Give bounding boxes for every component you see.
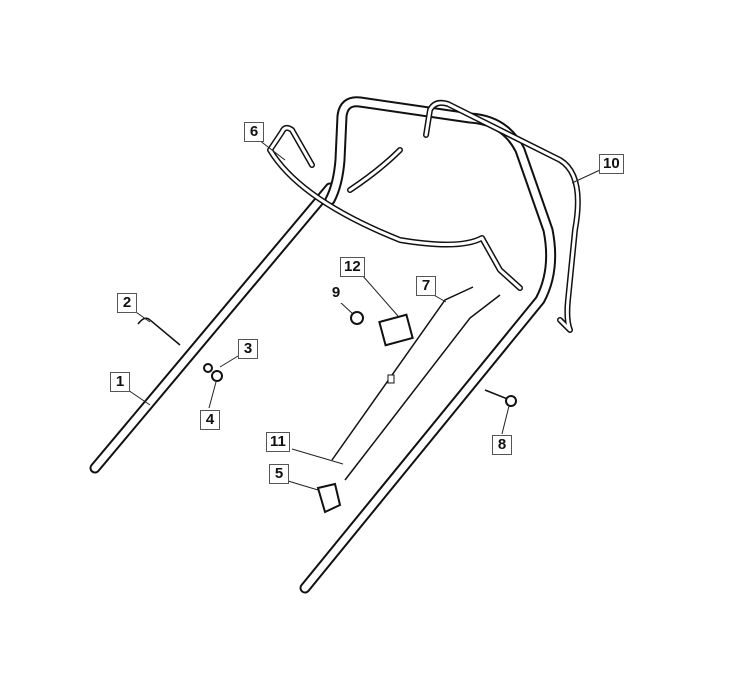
callout-12: 12 bbox=[340, 257, 365, 277]
callout-5: 5 bbox=[269, 464, 289, 484]
callout-10: 10 bbox=[599, 154, 624, 174]
part-9-nut bbox=[350, 311, 364, 325]
part-2-hook bbox=[137, 317, 181, 346]
callout-4: 4 bbox=[200, 410, 220, 430]
part-4-knob bbox=[211, 370, 223, 382]
callout-9: 9 bbox=[326, 283, 346, 303]
callout-8: 8 bbox=[492, 435, 512, 455]
lower-handle-left bbox=[89, 182, 336, 474]
bail-bar bbox=[423, 99, 581, 333]
callout-1: 1 bbox=[110, 372, 130, 392]
part-5-clip bbox=[316, 482, 342, 514]
upper-handle bbox=[299, 96, 557, 594]
part-12-clip bbox=[378, 313, 414, 347]
part-3-washer bbox=[203, 363, 213, 373]
cables bbox=[331, 286, 501, 481]
callout-6: 6 bbox=[244, 122, 264, 142]
control-bar bbox=[267, 124, 523, 291]
callout-3: 3 bbox=[238, 339, 258, 359]
callout-2: 2 bbox=[117, 293, 137, 313]
callout-11: 11 bbox=[266, 432, 290, 452]
callout-7: 7 bbox=[416, 276, 436, 296]
